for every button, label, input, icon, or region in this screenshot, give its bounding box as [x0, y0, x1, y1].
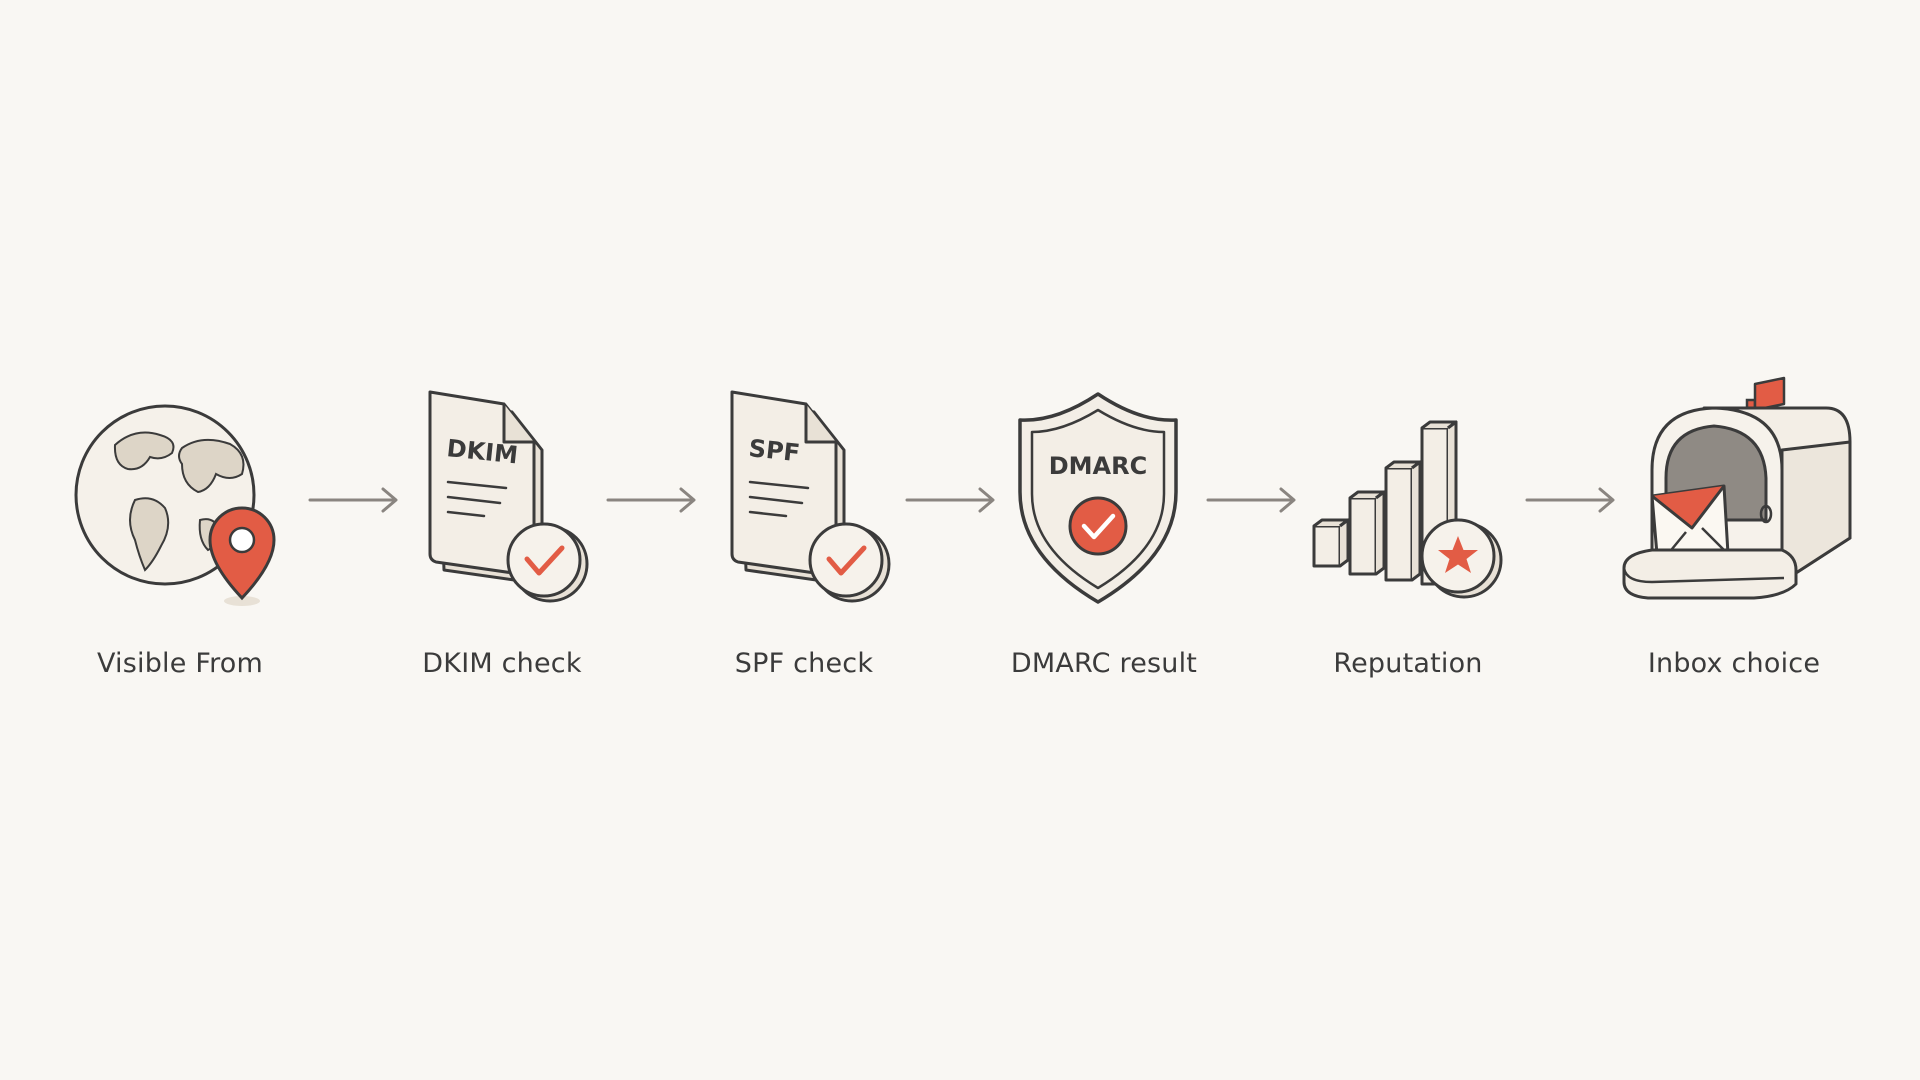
dkim-document-icon: DKIM — [372, 370, 632, 620]
step-reputation: Reputation — [1278, 370, 1538, 690]
step-visible-from: Visible From — [50, 370, 310, 690]
step-inbox-choice: Inbox choice — [1604, 370, 1864, 690]
reputation-chart-icon — [1278, 370, 1538, 620]
step-label: DMARC result — [1010, 648, 1198, 679]
globe-pin-icon — [50, 370, 310, 620]
arrow-right-icon — [1522, 480, 1622, 520]
mailbox-icon — [1604, 370, 1864, 620]
step-label: DKIM check — [422, 648, 582, 679]
step-label: Reputation — [1333, 648, 1483, 679]
spf-document-icon: SPF — [674, 370, 934, 620]
arrow-right-icon — [603, 480, 703, 520]
step-dkim-check: DKIM DKIM check — [372, 370, 632, 690]
step-label: SPF check — [734, 648, 874, 679]
step-spf-check: SPF SPF check — [674, 370, 934, 690]
svg-text:SPF: SPF — [747, 434, 801, 467]
arrow-right-icon — [1203, 480, 1303, 520]
dmarc-shield-icon: DMARC — [974, 370, 1234, 620]
arrow-right-icon — [902, 480, 1002, 520]
step-dmarc-result: DMARC DMARC result — [974, 370, 1234, 690]
arrow-right-icon — [305, 480, 405, 520]
step-label: Visible From — [96, 648, 264, 679]
svg-text:DMARC: DMARC — [1049, 452, 1147, 480]
step-label: Inbox choice — [1647, 648, 1821, 679]
